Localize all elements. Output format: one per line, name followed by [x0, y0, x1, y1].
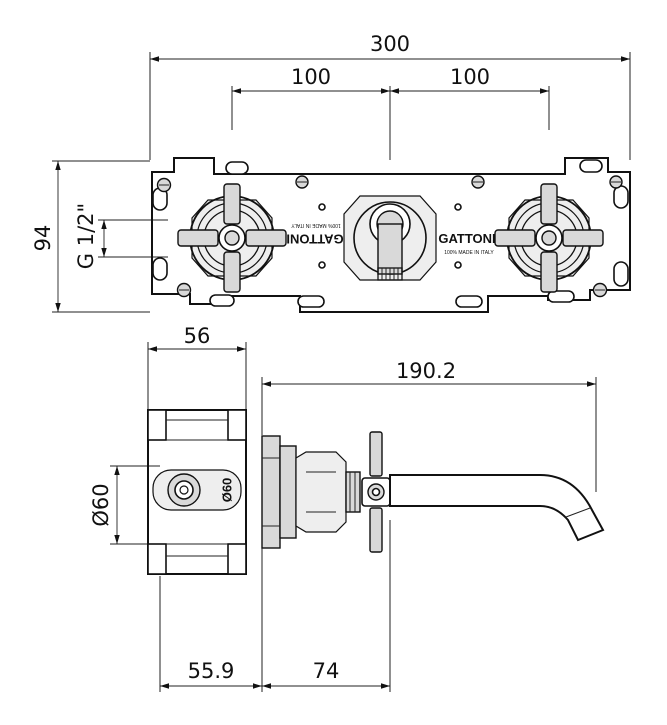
dimension-56: 56	[184, 324, 211, 348]
left-valve	[177, 183, 287, 293]
brand-label-left: GATTONI	[286, 232, 343, 247]
dimension-100-right: 100	[450, 65, 490, 89]
dimension-190-2: 190.2	[396, 359, 456, 383]
dimension-g-half-inch: G 1/2"	[74, 203, 98, 269]
wall-flange	[261, 435, 297, 549]
dimension-300: 300	[370, 32, 410, 56]
dimension-55-9: 55.9	[188, 659, 235, 683]
dimension-94: 94	[31, 225, 55, 252]
left-cross-handle	[177, 183, 287, 293]
right-valve	[494, 183, 604, 293]
plate-screws	[156, 175, 623, 298]
valve-housing: Ø60	[147, 409, 247, 575]
right-cross-handle	[494, 183, 604, 293]
dimension-100-left: 100	[291, 65, 331, 89]
center-spout	[343, 195, 437, 281]
made-in-italy-right: 100% MADE IN ITALY	[444, 250, 494, 256]
dimension-74: 74	[313, 659, 340, 683]
valve-nut	[295, 451, 361, 533]
dimension-d60: Ø60	[89, 483, 113, 526]
made-in-italy-left: 100% MADE IN ITALY	[291, 222, 341, 228]
body-mark-d60: Ø60	[219, 478, 234, 503]
side-handle	[361, 431, 391, 553]
front-view: 300 100 100 94 G 1/2"	[31, 32, 631, 313]
spout-outlet-line	[565, 507, 591, 518]
brand-label-right: GATTONI	[438, 231, 495, 246]
plate-slots	[152, 159, 629, 308]
spout-pipe	[389, 474, 605, 542]
side-view: 56 190.2 Ø60 Ø60	[89, 324, 605, 692]
